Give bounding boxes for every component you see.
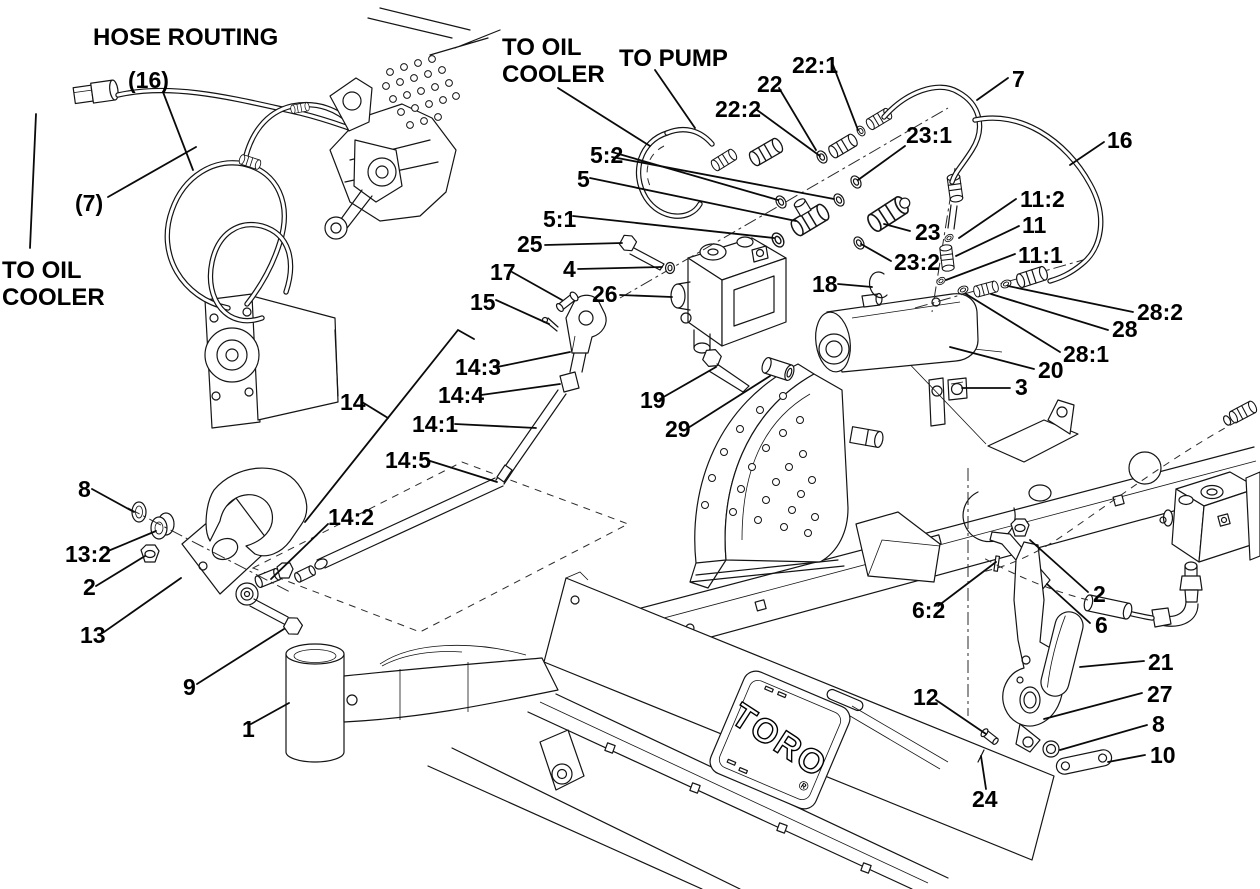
callout-25: 25 — [517, 231, 543, 257]
nut-2-left — [140, 544, 160, 563]
inset-to-oil-cooler-2: COOLER — [2, 284, 105, 311]
callout-14-1: 14:1 — [412, 411, 458, 437]
callout-28-1: 28:1 — [1063, 341, 1109, 367]
callout-16: 16 — [1107, 127, 1133, 153]
callout-27: 27 — [1147, 681, 1173, 707]
valve-26 — [670, 236, 787, 354]
callout-5: 5 — [577, 166, 590, 192]
bracket-13-group — [131, 467, 308, 635]
callout-5-2: 5:2 — [590, 142, 623, 168]
adjuster-14-4 — [559, 371, 580, 393]
callout-2-right: 2 — [1093, 581, 1106, 607]
toro-badge: TORO ® — [709, 670, 851, 810]
inset-callout-16: (16) — [128, 67, 169, 93]
callout-11: 11 — [1022, 212, 1047, 238]
callout-11-1: 11:1 — [1018, 242, 1063, 268]
callout-15: 15 — [470, 289, 496, 315]
inset-callout-7: (7) — [75, 190, 103, 216]
cotter-pin-15 — [541, 316, 559, 332]
bushing-13-2 — [150, 512, 175, 540]
callout-22-1: 22:1 — [792, 52, 838, 78]
inset-pump — [204, 293, 339, 429]
guard-vent-holes — [701, 392, 819, 537]
callout-10: 10 — [1150, 742, 1176, 768]
callout-14-2: 14:2 — [328, 504, 374, 530]
callout-3: 3 — [1015, 374, 1028, 400]
callout-12: 12 — [913, 684, 939, 710]
callout-23-2: 23:2 — [894, 249, 940, 275]
control-rod-14 — [294, 291, 607, 583]
callout-9: 9 — [183, 674, 196, 700]
callout-28-2: 28:2 — [1137, 299, 1183, 325]
callout-28: 28 — [1112, 316, 1138, 342]
pin-12 — [980, 728, 999, 745]
callout-5-1: 5:1 — [543, 206, 576, 232]
inset-cooler-fitting — [72, 79, 119, 105]
main-frame — [251, 340, 1259, 889]
belt-guard — [689, 363, 884, 589]
callout-23: 23 — [915, 219, 941, 245]
lever-assembly — [967, 468, 1113, 775]
inset-to-oil-cooler-1: TO OIL — [2, 257, 82, 284]
callout-14-4: 14:4 — [438, 382, 484, 408]
callout-20: 20 — [1038, 357, 1064, 383]
callout-19: 19 — [640, 387, 666, 413]
grip-21 — [1040, 611, 1084, 697]
callout-18: 18 — [812, 271, 838, 297]
bolt-9 — [249, 598, 304, 635]
hose-16 — [972, 115, 1104, 284]
lift-arm — [285, 643, 559, 763]
bolt-19 — [702, 349, 750, 393]
inset-leader-lines — [29, 91, 197, 249]
hose-routing-inset — [29, 7, 501, 429]
callout-4: 4 — [563, 256, 576, 282]
callout-2-left: 2 — [83, 574, 96, 600]
clip-3 — [947, 377, 968, 401]
spacer-29 — [761, 356, 795, 382]
toro-panel: TORO ® — [543, 571, 1055, 861]
callout-26: 26 — [592, 281, 618, 307]
callout-1: 1 — [242, 716, 255, 742]
callout-8-right: 8 — [1152, 711, 1165, 737]
annotation-to-oil-cooler-2: COOLER — [502, 61, 605, 88]
clamp-18 — [868, 271, 888, 299]
callout-14-3: 14:3 — [455, 354, 501, 380]
nut-14-2-target — [276, 562, 294, 579]
callout-29: 29 — [665, 416, 691, 442]
inset-engine — [324, 77, 457, 240]
callout-14: 14 — [340, 389, 366, 415]
retaining-ring-8 — [131, 501, 147, 523]
annotation-to-oil-cooler-1: TO OIL — [502, 34, 582, 61]
callout-13-2: 13:2 — [65, 541, 111, 567]
callout-17: 17 — [490, 259, 516, 285]
hose-7 — [881, 84, 983, 185]
hydraulic-pump — [979, 399, 1260, 628]
callout-7: 7 — [1012, 66, 1025, 92]
callout-22: 22 — [757, 71, 783, 97]
callout-11-2: 11:2 — [1020, 186, 1065, 212]
inset-title: HOSE ROUTING — [93, 24, 278, 51]
leader-lines — [91, 64, 1148, 790]
labels: HOSE ROUTING (16) (7) TO OIL COOLER TO O… — [2, 24, 1183, 812]
callout-22-2: 22:2 — [715, 96, 761, 122]
callout-6: 6 — [1095, 612, 1108, 638]
clevis-pin-17 — [555, 291, 579, 313]
callout-6-2: 6:2 — [912, 597, 945, 623]
callout-23-1: 23:1 — [906, 122, 952, 148]
annotation-to-pump: TO PUMP — [619, 45, 728, 72]
callout-13: 13 — [80, 622, 106, 648]
callout-8-left: 8 — [78, 476, 91, 502]
inset-screen-bolts — [382, 55, 460, 129]
lift-cylinder-20 — [815, 292, 979, 373]
callout-21: 21 — [1148, 649, 1174, 675]
callout-14-5: 14:5 — [385, 447, 431, 473]
callout-24: 24 — [972, 786, 998, 812]
link-10 — [1055, 749, 1113, 775]
